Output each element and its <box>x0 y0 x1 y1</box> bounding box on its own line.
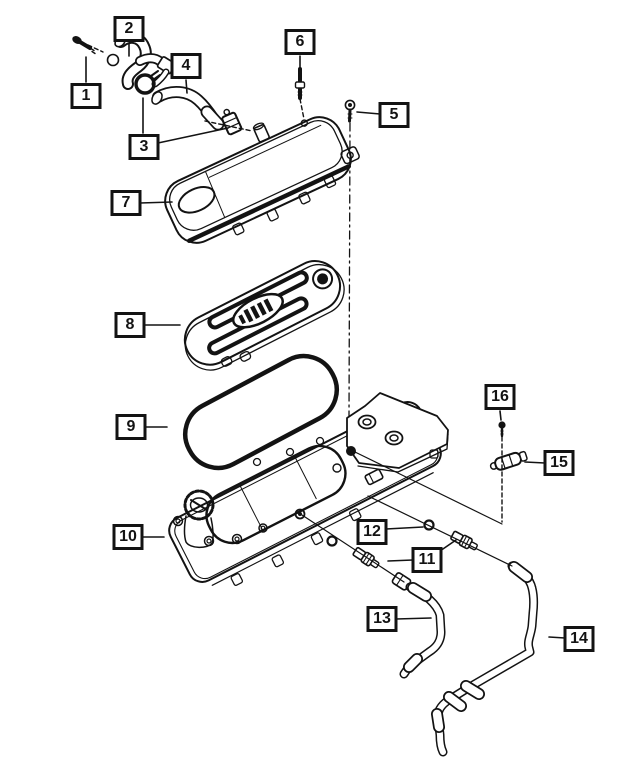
vent-hose-part-4 <box>151 86 225 131</box>
annotation-line <box>367 495 513 567</box>
annotation-line <box>348 122 351 417</box>
annotation-line <box>299 98 305 120</box>
screw-part-16 <box>498 421 506 438</box>
callout-box-8: 8 <box>114 312 146 338</box>
callout-box-4: 4 <box>170 53 202 79</box>
annotation-line <box>524 461 546 464</box>
vent-tube-part-13 <box>391 572 446 679</box>
annotation-line <box>387 559 414 562</box>
annotation-line <box>439 539 457 552</box>
vent-tube-part-14 <box>431 561 539 757</box>
fittings-part-11 <box>352 530 478 569</box>
annotation-line <box>354 451 503 525</box>
callout-box-7: 7 <box>110 190 142 216</box>
stud-part-6 <box>294 67 306 100</box>
gasket-part-9 <box>183 353 339 471</box>
bolt-part-5 <box>344 99 356 123</box>
callout-box-5: 5 <box>378 102 410 128</box>
annotation-line <box>301 514 405 583</box>
callout-box-16: 16 <box>484 384 516 410</box>
annotation-line <box>548 636 566 639</box>
upper-cover-part-7 <box>164 116 360 244</box>
annotation-line <box>185 79 188 94</box>
callout-box-6: 6 <box>284 29 316 55</box>
callout-box-13: 13 <box>366 606 398 632</box>
callout-box-12: 12 <box>356 519 388 545</box>
callout-box-1: 1 <box>70 83 102 109</box>
callout-box-14: 14 <box>563 626 595 652</box>
callout-box-15: 15 <box>543 450 575 476</box>
annotation-line <box>139 201 173 204</box>
sensor-part-15 <box>489 450 528 471</box>
annotation-line <box>204 120 253 132</box>
annotation-line <box>87 44 104 53</box>
callout-box-9: 9 <box>115 414 147 440</box>
callout-box-2: 2 <box>113 16 145 42</box>
annotation-line <box>385 526 424 530</box>
annotation-line <box>356 111 381 115</box>
annotation-line <box>395 617 432 620</box>
annotation-line <box>157 127 229 144</box>
callout-box-11: 11 <box>411 547 443 573</box>
insulator-cover-part-8 <box>183 260 345 371</box>
cylinder-head-cover-part-10 <box>168 392 449 586</box>
callout-box-10: 10 <box>112 524 144 550</box>
callout-box-3: 3 <box>128 134 160 160</box>
annotation-line <box>499 410 502 421</box>
bolt-part-1 <box>72 36 96 55</box>
annotation-lines <box>85 42 566 639</box>
